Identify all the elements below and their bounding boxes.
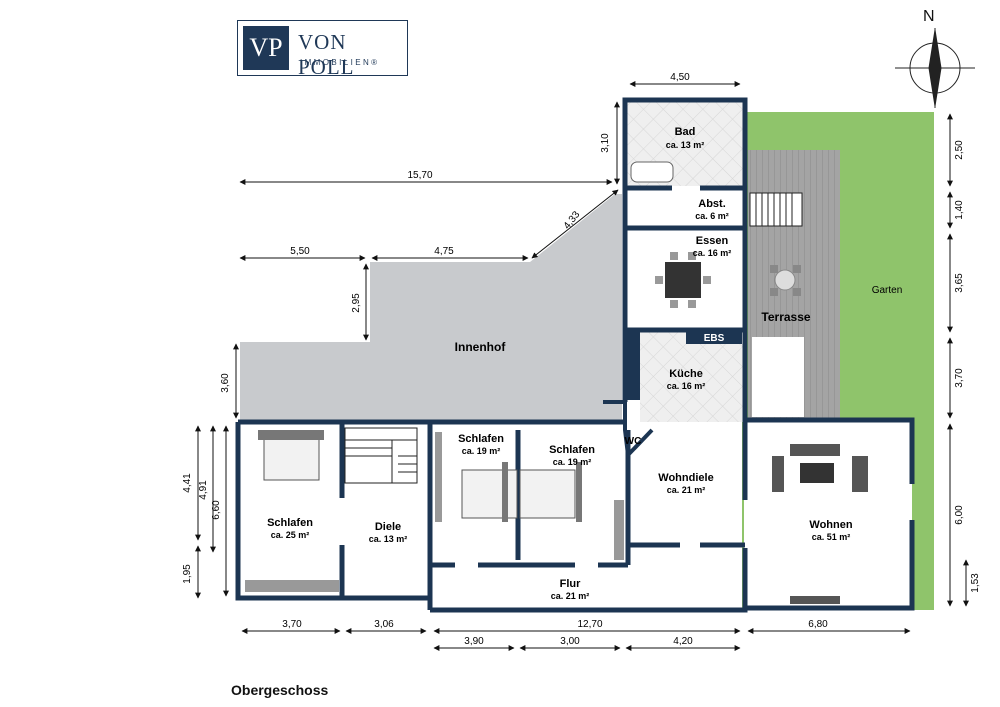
dim-bad-height: 3,10: [600, 133, 611, 153]
compass-north-label: N: [923, 8, 935, 25]
room-area-kueche: ca. 16 m²: [667, 381, 706, 391]
dim-right-e: 6,00: [954, 505, 965, 525]
room-area-flur: ca. 21 m²: [551, 591, 590, 601]
dim-right-c: 3,65: [954, 273, 965, 293]
room-name-wohnen: Wohnen: [809, 519, 852, 531]
kueche-floor: [640, 330, 744, 422]
courtyard-area: [240, 194, 622, 420]
room-name-wohndiele: Wohndiele: [658, 472, 713, 484]
room-name-schlafen2: Schlafen: [458, 433, 504, 445]
dim-court-step: 2,95: [351, 293, 362, 313]
dim-right-a: 2,50: [954, 140, 965, 160]
terrace-stair: [749, 192, 803, 227]
compass-icon: [895, 28, 975, 108]
ebs-box: [686, 330, 742, 344]
floor-caption: Obergeschoss: [231, 682, 329, 698]
room-name-terrasse: Terrasse: [761, 310, 810, 324]
dim-right-d: 3,70: [954, 368, 965, 388]
room-name-kueche: Küche: [669, 368, 703, 380]
room-area-wohndiele: ca. 21 m²: [667, 485, 706, 495]
dim-left-a: 4,41: [182, 473, 193, 493]
dim-bottom-g: 4,20: [673, 636, 693, 647]
diele-stair: [344, 427, 418, 484]
dim-court-mid: 4,75: [434, 246, 454, 257]
room-area-abst: ca. 6 m²: [695, 211, 729, 221]
terrace-inner: [752, 337, 804, 417]
room-name-schlafen1: Schlafen: [267, 517, 313, 529]
room-name-innenhof: Innenhof: [455, 340, 507, 354]
dim-court-left: 5,50: [290, 246, 310, 257]
dim-bottom-c: 12,70: [577, 619, 602, 630]
dim-bottom-f: 3,00: [560, 636, 580, 647]
room-name-bad: Bad: [675, 126, 696, 138]
room-name-essen: Essen: [696, 235, 729, 247]
furniture: [245, 161, 868, 604]
logo-brand: VON POLL: [298, 30, 355, 79]
dim-court-top: 15,70: [407, 170, 432, 181]
dim-right-b: 1,40: [954, 200, 965, 220]
room-name-diele: Diele: [375, 521, 401, 533]
room-area-diele: ca. 13 m²: [369, 534, 408, 544]
room-name-abst: Abst.: [698, 198, 726, 210]
logo-subtitle: IMMOBILIEN®: [300, 58, 380, 67]
room-name-schlafen3: Schlafen: [549, 444, 595, 456]
room-area-wohnen: ca. 51 m²: [812, 532, 851, 542]
room-name-garten: Garten: [872, 285, 903, 296]
wc-wall: [603, 400, 654, 460]
dim-bottom-b: 3,06: [374, 619, 394, 630]
von-poll-logo: VP VON POLL IMMOBILIEN®: [237, 20, 408, 79]
dim-left-b: 4,91: [198, 480, 209, 500]
room-name-ebs: EBS: [704, 333, 725, 344]
dim-bottom-a: 3,70: [282, 619, 302, 630]
room-area-essen: ca. 16 m²: [693, 248, 732, 258]
abst-floor: [627, 190, 743, 228]
dim-bottom-d: 6,80: [808, 619, 828, 630]
room-name-flur: Flur: [560, 578, 581, 590]
dim-court-side: 3,60: [220, 373, 231, 393]
dim-bottom-e: 3,90: [464, 636, 484, 647]
dim-right-f: 1,53: [970, 573, 981, 593]
room-area-bad: ca. 13 m²: [666, 140, 705, 150]
room-area-schlafen2: ca. 19 m²: [462, 446, 501, 456]
room-name-wc: WC: [625, 436, 642, 447]
room-area-schlafen3: ca. 19 m²: [553, 457, 592, 467]
dim-left-c: 6,60: [211, 500, 222, 520]
kitchen-counter: [627, 330, 640, 400]
dim-top-bad: 4,50: [670, 72, 690, 83]
logo-monogram: VP: [243, 26, 289, 70]
room-area-schlafen1: ca. 25 m²: [271, 530, 310, 540]
dim-left-d: 1,95: [182, 564, 193, 584]
